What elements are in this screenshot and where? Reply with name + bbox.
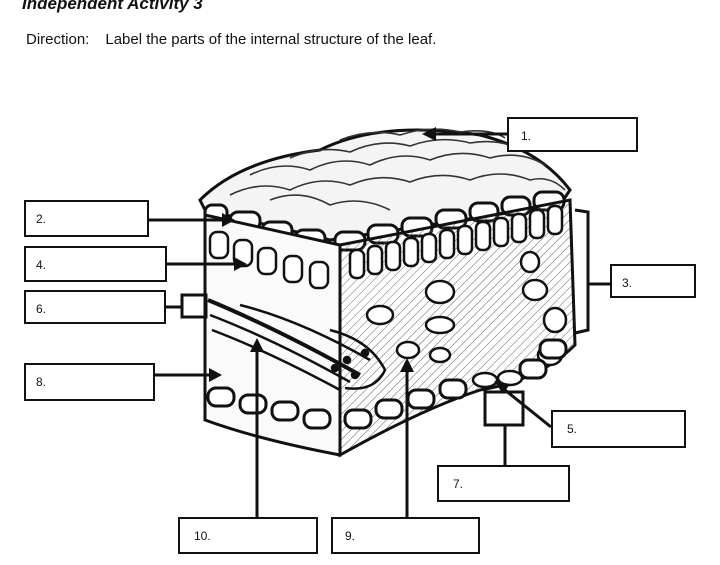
direction-label: Direction:: [26, 31, 90, 48]
label-box-4[interactable]: 4.: [24, 246, 167, 282]
label-box-7[interactable]: 7.: [437, 465, 570, 502]
bracket-3: [574, 208, 590, 335]
leader-lines: [149, 127, 610, 517]
stoma-guard-cells: [471, 369, 524, 389]
label-box-8[interactable]: 8.: [24, 363, 155, 401]
lower-epidermis-cells: [206, 338, 568, 430]
spongy-mesophyll-cells: [365, 250, 568, 367]
label-box-10[interactable]: 10.: [178, 517, 318, 554]
palisade-front-cells: [208, 230, 330, 290]
label-box-3[interactable]: 3.: [610, 264, 696, 298]
activity-title: Independent Activity 3: [22, 0, 203, 13]
label-box-9[interactable]: 9.: [331, 517, 480, 554]
palisade-layer: [348, 204, 564, 280]
label-box-5[interactable]: 5.: [551, 410, 686, 448]
direction-text: Label the parts of the internal structur…: [105, 31, 437, 48]
label-box-2[interactable]: 2.: [24, 200, 149, 237]
direction-line: Direction: Label the parts of the interna…: [26, 31, 436, 48]
label-box-1[interactable]: 1.: [507, 117, 638, 152]
label-box-6[interactable]: 6.: [24, 290, 166, 324]
vascular-bundle: [207, 298, 387, 392]
